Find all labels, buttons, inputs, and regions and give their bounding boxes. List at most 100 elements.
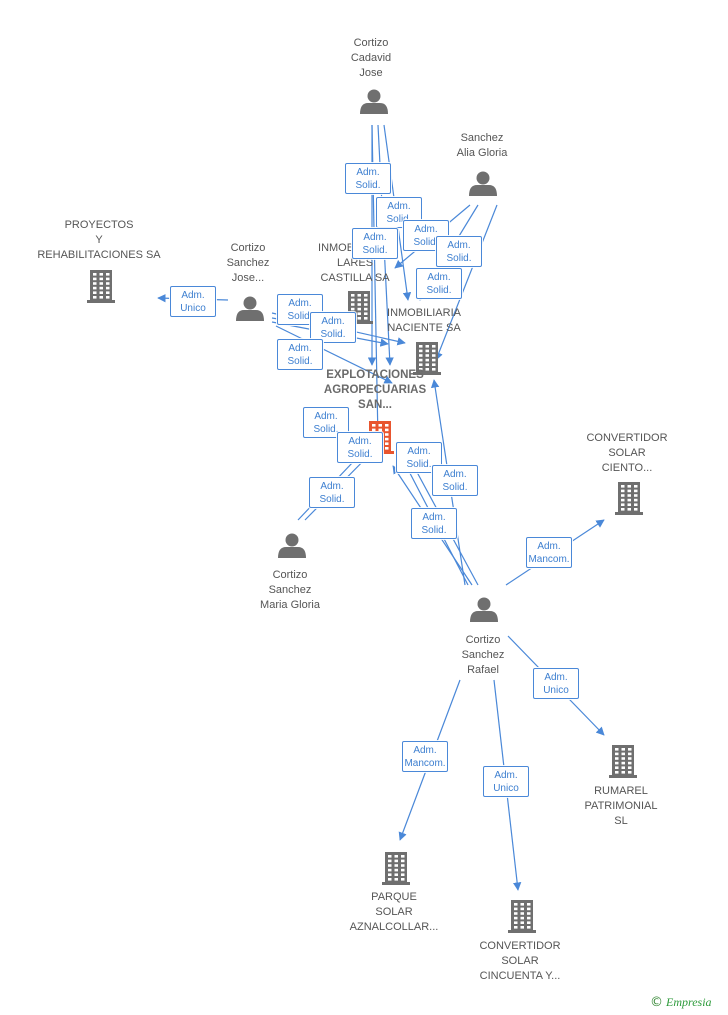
node-label-line: Cadavid	[350, 52, 392, 64]
relation-badge[interactable]: Adm.Solid.	[352, 228, 398, 259]
relation-badge[interactable]: Adm. Solid.	[416, 268, 462, 299]
building-icon[interactable]	[609, 745, 637, 778]
relation-badge-line: Adm.	[288, 343, 312, 354]
relation-badge[interactable]: Adm.Unico	[533, 668, 579, 699]
node-label-line: Cortizo	[353, 37, 389, 49]
relation-edge	[434, 204, 498, 361]
node-label-line: CIENTO...	[601, 462, 653, 474]
relation-badge-line: Solid.	[446, 253, 472, 264]
relation-badge-line: Adm.	[314, 411, 338, 422]
relation-badge-line: Solid.	[347, 449, 373, 460]
relation-badge[interactable]: Adm.Solid.	[277, 339, 323, 370]
relation-badge-line: Adm.	[494, 770, 518, 781]
node-label-line: Cortizo	[272, 569, 308, 581]
node-label-line: CINCUENTA Y...	[479, 970, 561, 982]
relation-badge-line: Solid.	[362, 245, 388, 256]
relation-badge-line: Solid.	[442, 482, 468, 493]
node-label-explotaciones[interactable]: EXPLOTACIONES AGROPECUARIAS SAN...	[324, 368, 426, 413]
relation-badge[interactable]: Adm. Unico	[170, 286, 216, 317]
node-label-line: EXPLOTACIONES	[326, 369, 424, 381]
relation-badge-line: Unico	[493, 783, 519, 794]
person-icon[interactable]	[469, 171, 497, 197]
relation-badge-line: Solid.	[406, 459, 432, 470]
relation-badge-line: Mancom.	[404, 758, 446, 769]
building-icon[interactable]	[615, 482, 643, 515]
relation-badge-line: Solid.	[413, 237, 439, 248]
relation-badge[interactable]: Adm.Solid.	[303, 407, 349, 438]
brand-name: Empresia	[666, 995, 712, 1009]
person-icon[interactable]	[470, 597, 498, 623]
node-label-line: SL	[614, 815, 628, 827]
building-icon[interactable]	[87, 270, 115, 303]
node-label-line: Alia Gloria	[456, 147, 508, 159]
relation-badge-line: Adm.	[181, 290, 205, 301]
relation-badge-line: Solid.	[426, 285, 452, 296]
relation-badge-line: Solid.	[421, 525, 447, 536]
node-label-line: PARQUE	[371, 891, 417, 903]
relation-badge-line: Adm.	[320, 481, 344, 492]
node-label-line: PATRIMONIAL	[584, 800, 658, 812]
relation-badge[interactable]: Adm.Solid.	[345, 163, 391, 194]
relation-badge-line: Adm.	[422, 512, 446, 523]
relation-badge-line: Solid.	[355, 180, 381, 191]
relation-badge[interactable]: Adm.Mancom.	[526, 537, 572, 568]
node-label-line: PROYECTOS	[64, 219, 134, 231]
relation-badge-line: Adm.	[414, 224, 438, 235]
relation-badge-line: Adm.	[447, 240, 471, 251]
relation-badge-line: Solid.	[287, 311, 313, 322]
relation-badge[interactable]: Adm.Solid.	[310, 312, 356, 343]
node-label-line: RUMAREL	[594, 785, 648, 797]
node-label-line: SOLAR	[501, 955, 539, 967]
node-label-line: SOLAR	[375, 906, 413, 918]
relation-badge[interactable]: Adm. Solid.	[432, 465, 478, 496]
node-label-line: Sanchez	[460, 132, 504, 144]
relation-edge	[275, 325, 393, 384]
relation-badge-line: Unico	[180, 303, 206, 314]
relation-badge-line: Adm.	[413, 745, 437, 756]
node-label-line: AGROPECUARIAS	[323, 384, 427, 396]
relation-badge-line: Adm.	[544, 672, 568, 683]
node-label-line: SAN...	[358, 399, 392, 411]
person-icon[interactable]	[236, 296, 264, 322]
copyright-symbol: ©	[650, 995, 663, 1010]
building-icon[interactable]	[413, 342, 441, 375]
person-icon[interactable]	[360, 89, 388, 115]
node-label-line: Cortizo	[465, 634, 501, 646]
relation-badge[interactable]: Adm. Solid.	[411, 508, 457, 539]
relation-badge-line: Adm.	[321, 316, 345, 327]
node-label-line: Jose...	[231, 272, 265, 284]
relation-badge-line: Adm.	[443, 469, 467, 480]
relation-badge-line: Adm.	[427, 272, 451, 283]
node-label-line: CASTILLA SA	[320, 272, 390, 284]
relation-badge[interactable]: Adm.Solid.	[337, 432, 383, 463]
relation-badge[interactable]: Adm. Solid.	[436, 236, 482, 267]
node-label-line: NACIENTE SA	[387, 322, 461, 334]
relation-badge[interactable]: Adm. Mancom.	[402, 741, 448, 772]
relation-badge[interactable]: Adm.Solid.	[309, 477, 355, 508]
node-label-rumarel[interactable]: RUMAREL PATRIMONIAL SL	[585, 784, 658, 829]
node-label-line: Y	[95, 234, 103, 246]
building-icon[interactable]	[508, 900, 536, 933]
building-icon[interactable]	[382, 852, 410, 885]
brand-watermark: © Empresia	[650, 995, 712, 1010]
relation-badge-line: Adm.	[288, 298, 312, 309]
relation-badge-line: Adm.	[407, 446, 431, 457]
relation-badge[interactable]: Adm. Unico	[483, 766, 529, 797]
relation-badge-line: Adm.	[387, 201, 411, 212]
node-icons	[87, 89, 643, 933]
relation-badge-line: Mancom.	[528, 554, 570, 565]
node-label-line: CONVERTIDOR	[586, 432, 668, 444]
node-label-line: Jose	[359, 67, 383, 79]
person-icon[interactable]	[278, 533, 306, 559]
